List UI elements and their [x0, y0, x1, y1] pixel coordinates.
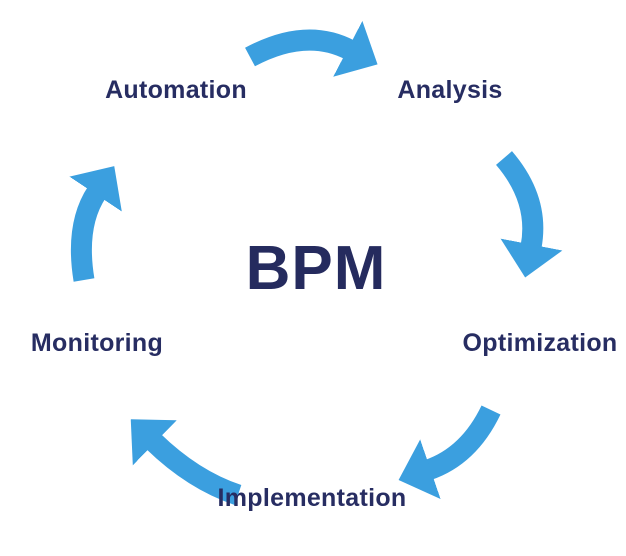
diagram-center-title: BPM — [245, 234, 387, 303]
step-label-implementation: Implementation — [217, 484, 407, 512]
step-label-analysis: Analysis — [397, 76, 503, 104]
arrow-analysis-to-optimization-icon — [495, 151, 563, 278]
arrow-automation-to-analysis-icon — [245, 20, 378, 77]
arrow-optimization-to-implementation-icon — [398, 405, 501, 499]
step-label-monitoring: Monitoring — [30, 329, 164, 357]
arrow-implementation-to-monitoring-icon — [130, 419, 242, 505]
step-label-optimization: Optimization — [462, 329, 618, 357]
step-label-automation: Automation — [105, 76, 247, 104]
arrow-monitoring-to-automation-icon — [69, 166, 122, 282]
